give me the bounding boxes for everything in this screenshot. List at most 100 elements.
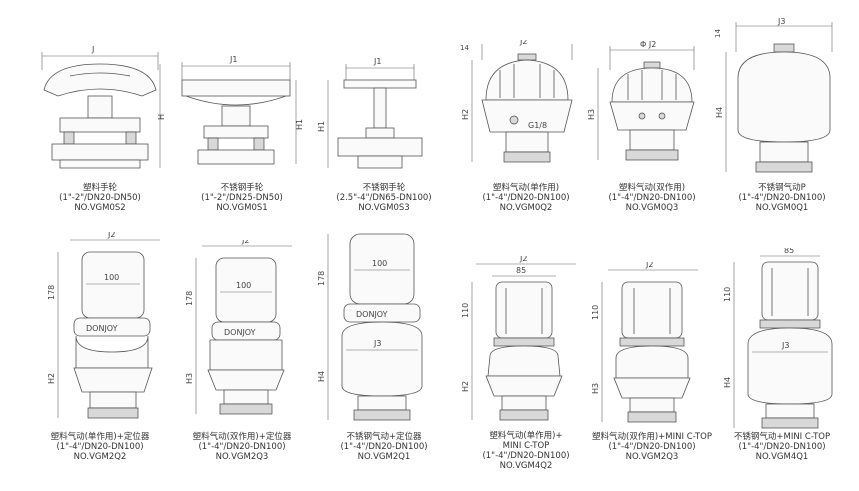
product-range: (1"-4"/DN20-DN100) [738, 442, 826, 452]
product-vgm0s3: J1 H1 不锈钢手轮 (2.5"-4"/DN65-DN100) NO.VGM0… [314, 40, 454, 220]
dim-label-100: 100 [104, 273, 119, 282]
product-model: NO.VGM0S2 [74, 203, 126, 213]
dim-label-j: J [91, 45, 94, 54]
product-vgm2q2: J2 100 DONJOY 178 H2 塑料气动(单作用)+定位器 (1"-4… [30, 232, 170, 487]
product-vgm0q2: 14 J2 H2 G1/8 塑料气动(单作用) (1"-4"/DN20-DN10… [456, 40, 596, 220]
product-name: 塑料气动(双作用)+MINI C-TOP [592, 432, 712, 442]
caption: 塑料气动(双作用)+定位器 (1"-4"/DN20-DN100) NO.VGM2… [172, 432, 312, 462]
pneumatic-plastic-double-drawing: Φ J2 H3 [587, 40, 695, 161]
product-name: 塑料气动(单作用)+ [489, 431, 563, 441]
caption: 不锈钢手轮 (2.5"-4"/DN65-DN100) NO.VGM0S3 [314, 183, 454, 213]
product-range: (1"-4"/DN20-DN100) [738, 193, 826, 203]
product-range: (1"-4"/DN20-DN100) [482, 451, 570, 461]
caption: 塑料气动(双作用)+MINI C-TOP (1"-4"/DN20-DN100) … [582, 432, 722, 462]
dim-label-178: 178 [317, 271, 326, 286]
brand-label: DONJOY [86, 324, 118, 333]
dim-label-h3: H3 [587, 109, 596, 120]
product-model: NO.VGM0S3 [358, 203, 410, 213]
dim-label-100: 100 [372, 259, 387, 268]
dim-label-phi-j2: Φ J2 [640, 40, 656, 49]
product-range: (1"-4"/DN20-DN100) [608, 442, 696, 452]
caption: 塑料气动(单作用) (1"-4"/DN20-DN100) NO.VGM0Q2 [456, 183, 596, 213]
dim-label-h: H [157, 114, 166, 120]
pneumatic-steel-ctop-drawing: 85 J3 110 H4 [723, 248, 833, 429]
product-range: (1"-4"/DN20-DN100) [56, 442, 144, 452]
dim-label-h4: H4 [317, 371, 326, 382]
dim-label-j3: J3 [781, 341, 789, 350]
dim-label-h1: H1 [317, 121, 326, 132]
caption: 塑料手轮 (1"-2"/DN20-DN50) NO.VGM0S2 [30, 183, 170, 213]
dim-label-j3: J3 [373, 339, 381, 348]
caption: 塑料气动(单作用)+定位器 (1"-4"/DN20-DN100) NO.VGM2… [30, 432, 170, 462]
dim-label-j2: J2 [107, 232, 115, 239]
product-name-line2: MINI C-TOP [502, 441, 550, 451]
product-vgm0s1: J1 H1 不锈钢手轮 (1"-2"/DN25-DN50) NO.VGM0S1 [172, 40, 312, 220]
dim-label-85: 85 [516, 266, 526, 275]
brand-label: DONJOY [224, 328, 256, 337]
handwheel-steel-large-drawing: J1 H1 [317, 57, 423, 169]
caption: 不锈钢手轮 (1"-2"/DN25-DN50) NO.VGM0S1 [172, 183, 312, 213]
product-model: NO.VGM4Q1 [755, 452, 809, 462]
product-name: 塑料气动(单作用)+定位器 [50, 432, 150, 442]
dim-label-j1: J1 [229, 55, 237, 64]
product-range: (1"-4"/DN20-DN100) [198, 442, 286, 452]
product-name: 塑料手轮 [82, 183, 117, 193]
product-name: 不锈钢气动+定位器 [346, 432, 422, 442]
caption: 不锈钢气动P (1"-4"/DN20-DN100) NO.VGM0Q1 [712, 183, 852, 213]
caption: 塑料气动(双作用) (1"-4"/DN20-DN100) NO.VGM0Q3 [582, 183, 722, 213]
product-vgm2q3-ctop: J2 110 H3 塑料气动(双作用)+MINI C-TOP (1"-4"/DN… [582, 262, 722, 487]
dim-label-j3: J3 [777, 18, 785, 26]
caption: 不锈钢气动+定位器 (1"-4"/DN20-DN100) NO.VGM2Q1 [314, 432, 454, 462]
product-name: 塑料气动(双作用) [618, 183, 686, 193]
product-range: (2.5"-4"/DN65-DN100) [336, 193, 432, 203]
product-name: 不锈钢手轮 [362, 183, 406, 193]
handwheel-steel-small-drawing: J1 H1 [181, 55, 304, 165]
dim-label-110: 110 [723, 287, 732, 302]
pneumatic-plastic-single-drawing: 14 J2 H2 G1/8 [460, 40, 573, 163]
product-model: NO.VGM0S1 [216, 203, 268, 213]
dim-label-j2: J2 [519, 40, 527, 46]
product-vgm4q1: 85 J3 110 H4 不锈钢气动+MINI C-TOP (1"-4"/DN2… [712, 248, 852, 487]
product-range: (1"-2"/DN25-DN50) [201, 193, 283, 203]
port-label: G1/8 [528, 121, 547, 130]
dim-label-h3: H3 [591, 383, 600, 394]
product-vgm0q1: 14 J3 H4 不锈钢气动P (1"-4"/DN20-DN100) NO.VG… [712, 18, 852, 220]
dim-label-top: 14 [460, 44, 469, 52]
dim-label-178: 178 [185, 291, 194, 306]
dim-label-85: 85 [784, 248, 794, 255]
dim-label-j2: J2 [645, 262, 653, 269]
product-vgm4q2: J2 85 110 H2 塑料气动(单作用)+ MINI C-TOP (1"-4… [456, 256, 596, 491]
dim-label-j2: J2 [241, 240, 249, 245]
dim-label-178: 178 [47, 285, 56, 300]
dim-label-110: 110 [591, 305, 600, 320]
product-range: (1"-4"/DN20-DN100) [482, 193, 570, 203]
product-vgm0s2: J H 塑料手轮 (1"-2"/DN20-DN50) NO.VGM0S2 [30, 40, 170, 220]
product-range: (1"-4"/DN20-DN100) [608, 193, 696, 203]
product-name: 不锈钢气动+MINI C-TOP [733, 432, 831, 442]
brand-label: DONJOY [356, 310, 388, 319]
pneumatic-steel-positioner-drawing: 100 DONJOY J3 178 H4 [317, 233, 423, 421]
product-model: NO.VGM4Q2 [499, 461, 553, 471]
pneumatic-plastic-double-positioner-drawing: J2 100 DONJOY 178 H3 [185, 240, 292, 415]
pneumatic-steel-drawing: 14 J3 H4 [714, 18, 833, 173]
product-model: NO.VGM2Q2 [73, 452, 127, 462]
dim-label-top: 14 [714, 29, 722, 38]
pneumatic-plastic-single-positioner-drawing: J2 100 DONJOY 178 H2 [47, 232, 160, 419]
product-name: 塑料气动(单作用) [492, 183, 560, 193]
handwheel-plastic-drawing: J H [41, 45, 166, 169]
dim-label-h2: H2 [47, 373, 56, 384]
pneumatic-plastic-double-ctop-drawing: J2 110 H3 [591, 262, 698, 423]
product-vgm2q1: 100 DONJOY J3 178 H4 不锈钢气动+定位器 (1"-4"/DN… [314, 226, 454, 487]
pneumatic-plastic-single-ctop-drawing: J2 85 110 H2 [461, 256, 576, 421]
dim-label-110: 110 [461, 303, 470, 318]
product-name: 塑料气动(双作用)+定位器 [192, 432, 292, 442]
product-model: NO.VGM0Q1 [755, 203, 809, 213]
product-model: NO.VGM2Q3 [215, 452, 269, 462]
product-model: NO.VGM0Q3 [625, 203, 679, 213]
caption: 不锈钢气动+MINI C-TOP (1"-4"/DN20-DN100) NO.V… [712, 432, 852, 462]
product-vgm0q3: Φ J2 H3 塑料气动(双作用) (1"-4"/DN20-DN100) NO.… [582, 40, 722, 220]
product-range: (1"-4"/DN20-DN100) [340, 442, 428, 452]
dim-label-h4: H4 [715, 107, 724, 118]
product-model: NO.VGM0Q2 [499, 203, 553, 213]
product-name: 不锈钢手轮 [220, 183, 264, 193]
